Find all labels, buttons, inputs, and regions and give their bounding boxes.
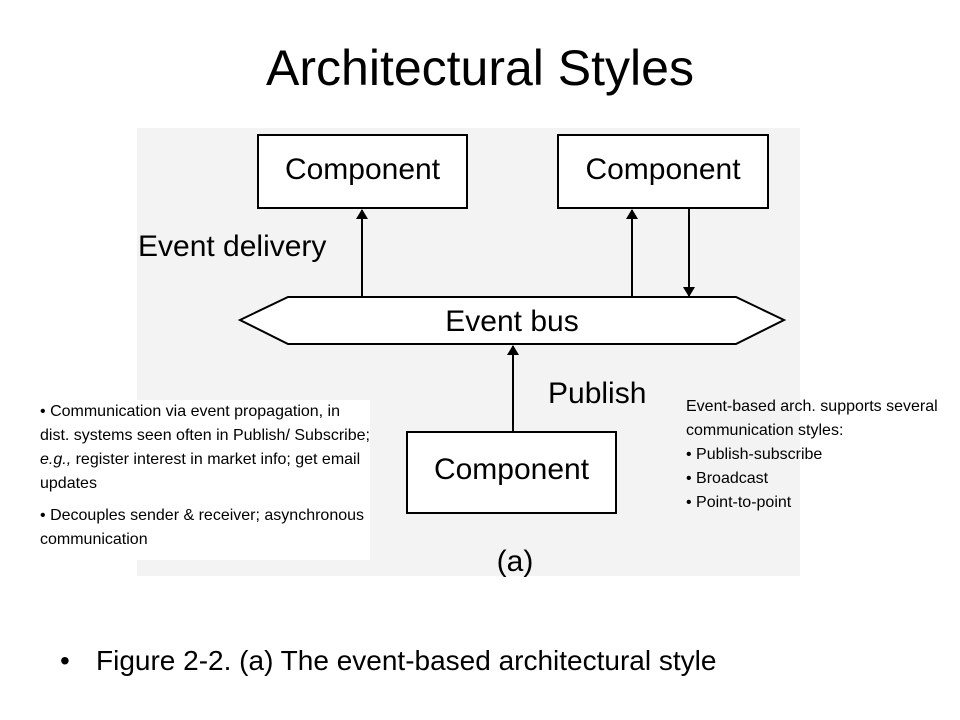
component-box-bottom — [406, 431, 617, 514]
component-label-bottom: Component — [434, 453, 590, 486]
list-item: • Broadcast — [686, 470, 769, 487]
component-box-top-left — [257, 134, 468, 209]
note-text: register interest in market info; get em… — [40, 451, 361, 492]
component-label-top-left: Component — [285, 153, 441, 186]
event-bus-arrow — [237, 296, 787, 345]
subfigure-label: (a) — [497, 545, 534, 578]
component-box-top-right — [557, 134, 769, 209]
note-bullet-2: • Decouples sender & receiver; asynchron… — [40, 504, 370, 552]
notes-right-heading: Event-based arch. supports several commu… — [686, 398, 938, 439]
bullet-mark: • — [40, 507, 46, 524]
list-item: • Publish-subscribe — [686, 446, 823, 463]
event-delivery-label: Event delivery — [138, 230, 326, 263]
caption-bullet: • — [60, 645, 70, 676]
figure-caption: • Figure 2-2. (a) The event-based archite… — [60, 641, 940, 681]
note-text: Communication via event propagation, in … — [40, 403, 370, 444]
publish-label: Publish — [548, 377, 646, 410]
notes-left: • Communication via event propagation, i… — [40, 400, 370, 560]
note-text: Decouples sender & receiver; asynchronou… — [40, 507, 365, 548]
list-item: • Point-to-point — [686, 494, 792, 511]
component-label-top-right: Component — [585, 153, 741, 186]
slide-title: Architectural Styles — [266, 40, 694, 96]
note-bullet-1: • Communication via event propagation, i… — [40, 400, 370, 496]
event-bus-label: Event bus — [445, 305, 578, 338]
note-italic: e.g., — [40, 451, 72, 468]
notes-right: Event-based arch. supports several commu… — [686, 395, 946, 515]
bullet-mark: • — [40, 403, 46, 420]
caption-text: Figure 2-2. (a) The event-based architec… — [96, 645, 717, 676]
